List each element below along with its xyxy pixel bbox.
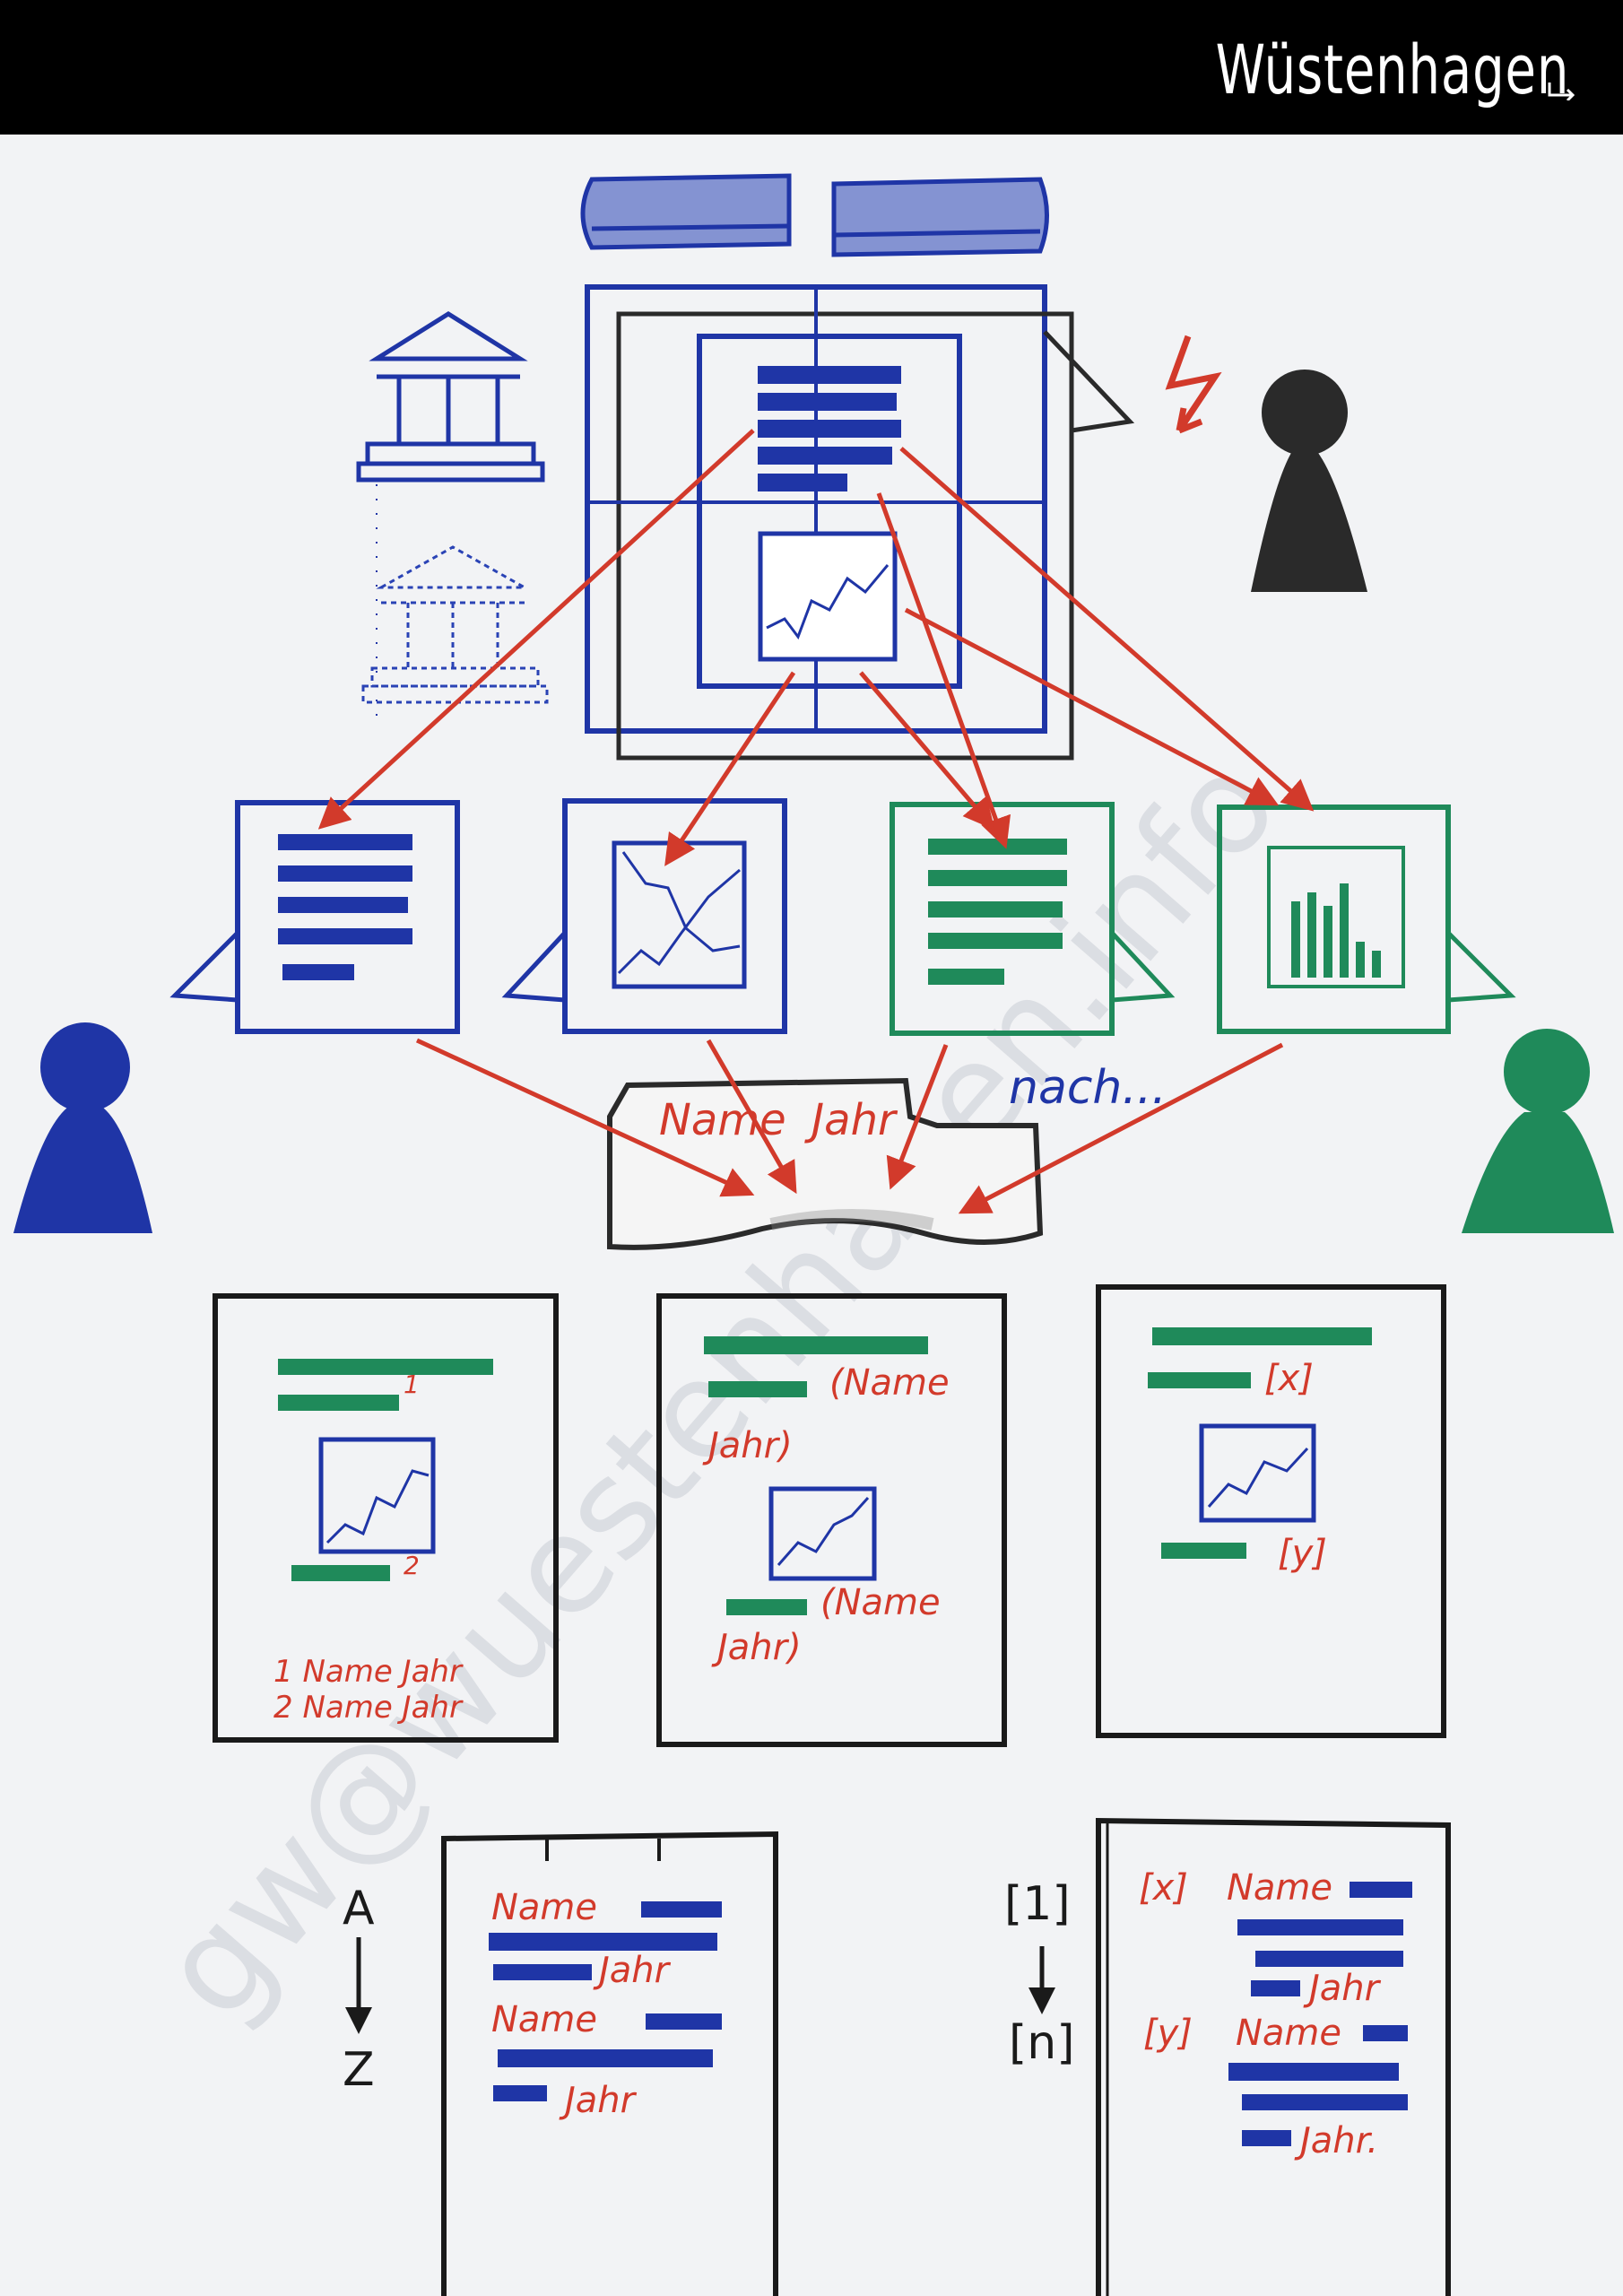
- num-start-label: [1]: [1004, 1877, 1071, 1931]
- brand-bar: Wüstenhagen: [0, 0, 1623, 135]
- bib-a-year-1: Jahr: [593, 1950, 672, 1991]
- bubble-text-blue: [169, 800, 460, 1034]
- lightning-icon: [1165, 335, 1222, 434]
- footnote-1: 1 Name Jahr: [273, 1654, 464, 1690]
- bib-n-ref-y: [y]: [1143, 2013, 1193, 2054]
- bubble-chart-blue: [501, 798, 787, 1034]
- document-footnotes: [213, 1293, 559, 1743]
- bib-a-year-2: Jahr: [559, 2080, 638, 2121]
- ref-y: [y]: [1278, 1533, 1327, 1574]
- num-end-label: [n]: [1009, 2016, 1075, 2070]
- box-label-year: Jahr: [804, 1095, 898, 1145]
- brand-arrow-icon: [1548, 83, 1575, 100]
- sort-end-label: Z: [343, 2043, 375, 2097]
- flow-arrows: [317, 429, 1315, 1214]
- cite-1-name: (Name: [829, 1362, 950, 1404]
- bib-n-year-2: Jahr.: [1294, 2120, 1378, 2161]
- bib-n-name-1: Name: [1227, 1867, 1332, 1909]
- ref-marker-2: 2: [404, 1551, 420, 1580]
- user-black-icon: [1251, 370, 1367, 592]
- institution-icon: [356, 311, 545, 483]
- cite-2-year: Jahr): [711, 1627, 802, 1668]
- books-icon: [580, 173, 1049, 257]
- cite-2-name: (Name: [820, 1582, 941, 1623]
- citation-box: [607, 1077, 1044, 1250]
- bubble-barchart-green: [1217, 804, 1516, 1034]
- footnote-2: 2 Name Jahr: [273, 1690, 464, 1726]
- sort-start-label: A: [343, 1882, 375, 1935]
- bib-a-name-2: Name: [491, 1999, 597, 2040]
- bib-n-name-2: Name: [1236, 2013, 1341, 2054]
- central-document-stack: [585, 284, 1135, 761]
- ref-marker-1: 1: [404, 1370, 420, 1399]
- document-numbered: [1096, 1284, 1446, 1738]
- bib-n-year-1: Jahr: [1303, 1968, 1382, 2009]
- bibliography-numbered: [1096, 1817, 1451, 2296]
- brand-name: Wüstenhagen: [1215, 29, 1569, 109]
- document-author-year: [656, 1293, 1007, 1747]
- workflow-diagram: gw@wuestenhagen.info: [13, 173, 1614, 2296]
- institution-outline-icon: [361, 545, 549, 704]
- ref-x: [x]: [1264, 1358, 1314, 1399]
- nach-label: nach...: [1009, 1061, 1167, 1115]
- bib-a-name-1: Name: [491, 1887, 597, 1928]
- brand-logo: Wüstenhagen: [1138, 20, 1575, 118]
- bibliography-alphabetical: [441, 1831, 778, 2296]
- cite-1-year: Jahr): [702, 1425, 793, 1466]
- user-blue-icon: [13, 1022, 152, 1233]
- user-green-icon: [1462, 1029, 1614, 1233]
- bib-n-ref-x: [x]: [1139, 1867, 1188, 1909]
